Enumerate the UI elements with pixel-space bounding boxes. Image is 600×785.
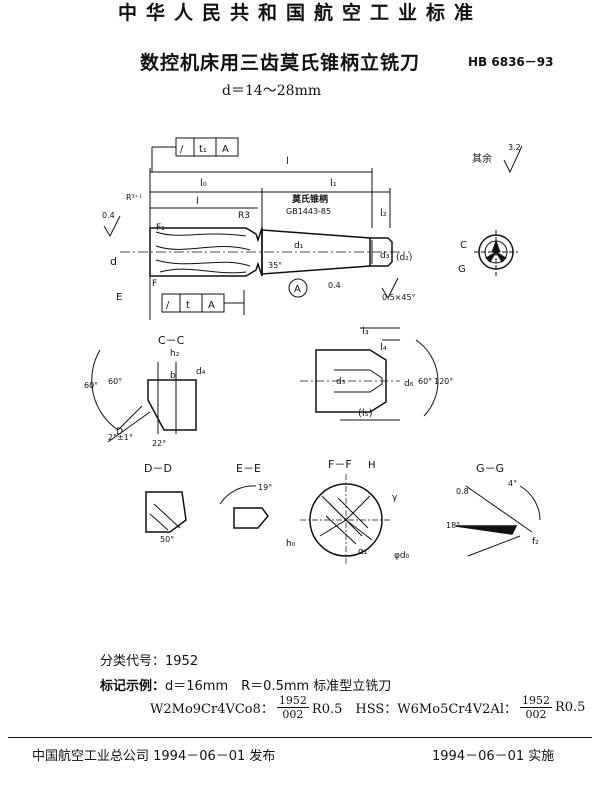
angle-4: 4°	[508, 479, 517, 488]
document-title: 数控机床用三齿莫氏锥柄立铣刀	[140, 52, 421, 74]
label-d6: d₆	[404, 379, 414, 389]
label-a-circle: A	[294, 284, 301, 295]
angle-22: 22°	[152, 439, 166, 448]
dim-l0: l₀	[200, 178, 207, 189]
label-f2: f₂	[532, 537, 539, 547]
angle-19: 19°	[258, 483, 272, 492]
section-gg	[455, 525, 518, 535]
classification-code: 分类代号：1952	[100, 654, 199, 669]
cutter-body	[149, 227, 263, 277]
section-ee-title: E－E	[236, 462, 261, 475]
material-1: W2Mo9Cr4VCo8：	[150, 702, 274, 717]
angle-35: 35°	[268, 261, 282, 270]
angle-60b: 60°	[108, 377, 122, 386]
angle-18: 18°	[446, 521, 460, 530]
material-2-r: R0.5	[554, 700, 586, 715]
fraction-1-num: 1952	[276, 694, 309, 708]
section-dd	[145, 491, 187, 533]
chamfer-label: 0.5×45°	[382, 293, 416, 302]
label-g: G	[458, 264, 466, 275]
tol-a2: A	[208, 300, 215, 311]
dim-l: l	[286, 156, 289, 167]
roughness-04b: 0.4	[328, 281, 341, 290]
dim-l2: l₂	[380, 208, 387, 219]
label-d2: (d₂)	[396, 253, 412, 263]
morse-standard: GB1443-85	[286, 207, 331, 216]
label-f: F	[152, 279, 157, 289]
tol-t1: t₁	[199, 144, 207, 155]
label-c: C	[460, 240, 467, 251]
fraction-2-den: 002	[525, 708, 547, 721]
angle-2: 2°±1°	[108, 433, 133, 442]
angle-120: 120°	[434, 377, 453, 386]
footer-divider	[8, 737, 592, 738]
label-h-mark: H	[368, 460, 376, 471]
shank-end-section	[315, 349, 387, 413]
label-d1: d₁	[294, 241, 304, 251]
label-f1: F₁	[156, 223, 165, 233]
datum-a-circle	[288, 278, 308, 298]
tol-symbol: /	[180, 144, 184, 155]
dim-l3: l₃	[362, 326, 369, 337]
label-h2: h₂	[170, 349, 180, 359]
section-ee	[233, 507, 269, 529]
tol-a: A	[222, 144, 229, 155]
label-a1: α₁	[358, 547, 368, 557]
dim-l5: (l₅)	[358, 408, 373, 419]
dim-l4: l₄	[380, 342, 387, 353]
section-cc	[147, 379, 197, 431]
angle-60: 60°	[84, 381, 98, 390]
section-gg-title: G－G	[476, 462, 504, 475]
tol-t: t	[186, 300, 190, 311]
label-gamma: γ	[392, 493, 398, 503]
marking-example: 标记示例：d＝16mm R＝0.5mm 标准型立铣刀	[100, 675, 391, 694]
material-1-r: R0.5 HSS：W6Mo5Cr4V2Al：	[311, 702, 517, 717]
fraction-2-num: 1952	[519, 694, 552, 708]
standard-number: HB 6836－93	[468, 55, 554, 69]
header-title: 中华人民共和国航空工业标准	[117, 2, 482, 24]
section-cc-title: C－C	[158, 334, 185, 347]
dim-l1: l₁	[330, 178, 337, 189]
r3-label: R3	[238, 211, 250, 221]
marking-example-value: d＝16mm R＝0.5mm 标准型立铣刀	[165, 679, 392, 694]
label-d5: d₅	[336, 377, 346, 387]
label-d-mark: D	[116, 427, 123, 437]
footer-effective: 1994－06－01 实施	[432, 749, 555, 764]
section-ff-title: F－F	[328, 458, 352, 471]
label-d3: d₃	[380, 251, 390, 261]
tol-symbol-bottom: /	[166, 300, 170, 311]
morse-title: 莫氏锥柄	[291, 193, 328, 205]
angle-50: 50°	[160, 535, 174, 544]
label-h0: h₀	[286, 539, 296, 549]
section-dd-title: D－D	[144, 462, 172, 475]
label-b: b	[170, 371, 176, 381]
label-e: E	[116, 292, 122, 303]
angle-60-shank: 60°	[418, 377, 432, 386]
label-phi-d0: φd₀	[394, 551, 410, 561]
label-d4: d₄	[196, 367, 206, 377]
dim-l-small: l	[196, 196, 199, 207]
technical-drawing: / t₁ A / t A 其余 3.2 0.4 0.4 l l₀ l l₁ l₂…	[84, 137, 541, 566]
label-d: d	[110, 255, 117, 268]
marking-example-label: 标记示例：	[100, 679, 166, 694]
fraction-1-den: 002	[282, 708, 304, 721]
r-label: R³⁺¹	[126, 193, 142, 202]
roughness-08: 0.8	[456, 487, 469, 496]
roughness-04: 0.4	[102, 211, 115, 220]
roughness-symbol-rest	[503, 145, 523, 174]
rest-label: 其余	[472, 152, 492, 165]
footer-publisher: 中国航空工业总公司 1994－06－01 发布	[32, 749, 276, 764]
roughness-32: 3.2	[508, 143, 521, 152]
size-range: d＝14～28mm	[222, 83, 322, 99]
